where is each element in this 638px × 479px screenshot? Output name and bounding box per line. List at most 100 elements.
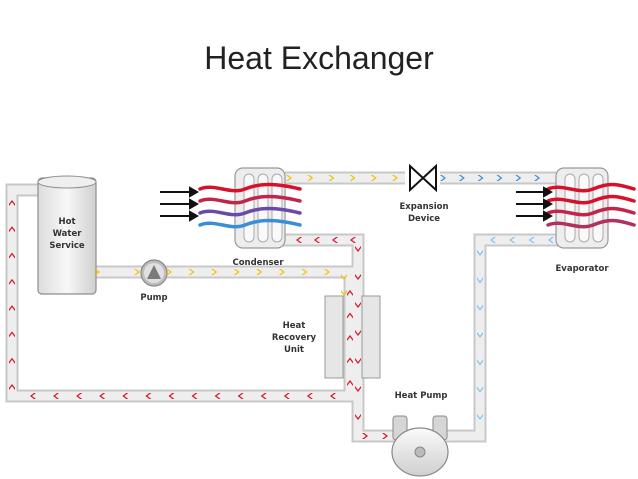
flow-arrow-icon xyxy=(349,175,356,181)
flow-arrow-icon xyxy=(477,386,483,393)
flow-arrow-icon xyxy=(94,269,100,275)
flow-arrow-icon xyxy=(534,175,540,181)
recovery-label-line1: Heat xyxy=(283,321,306,331)
flow-arrow-icon xyxy=(188,269,195,275)
flow-arrow-icon xyxy=(237,393,244,399)
flow-arrow-icon xyxy=(477,304,483,311)
flow-arrow-icon xyxy=(9,357,15,364)
flow-arrow-icon xyxy=(392,175,398,181)
flow-arrow-icon xyxy=(347,335,353,341)
flow-arrow-icon xyxy=(477,359,483,366)
flow-arrow-icon xyxy=(350,237,356,243)
flow-arrow-icon xyxy=(9,331,15,338)
flow-arrow-icon xyxy=(76,393,83,399)
flow-arrow-icon xyxy=(122,393,129,399)
flow-arrow-icon xyxy=(347,357,353,364)
recovery-label-line3: Unit xyxy=(284,345,304,355)
airflow-arrow-icon xyxy=(160,198,200,210)
flow-arrow-icon xyxy=(191,393,198,399)
pump-icon: Pump xyxy=(140,259,168,303)
flow-arrow-icon xyxy=(440,175,446,181)
flow-arrow-icon xyxy=(362,433,368,439)
flow-arrow-icon xyxy=(260,393,267,399)
flow-arrow-icon xyxy=(9,252,15,259)
airflow-arrow-icon xyxy=(516,198,554,210)
flow-arrow-icon xyxy=(9,278,15,285)
flow-arrow-icon xyxy=(332,237,338,243)
tank-label-line3: Service xyxy=(49,241,85,251)
flow-arrow-icon xyxy=(324,269,330,275)
flow-arrow-icon xyxy=(9,305,15,312)
flow-arrow-icon xyxy=(307,175,314,181)
flow-arrow-icon xyxy=(458,175,465,181)
airflow-arrow-icon xyxy=(160,186,200,198)
flow-arrow-icon xyxy=(9,384,15,390)
flow-arrow-icon xyxy=(306,393,313,399)
pipe-evaporator-return xyxy=(446,233,558,443)
flow-arrow-icon xyxy=(168,393,175,399)
recovery-label-line2: Recovery xyxy=(272,333,317,343)
flow-arrow-icon xyxy=(382,433,388,439)
flow-arrow-icon xyxy=(328,175,335,181)
tank-label-line1: Hot xyxy=(58,217,75,227)
flow-arrow-icon xyxy=(314,237,320,243)
flow-arrow-icon xyxy=(145,393,152,399)
flow-arrow-icon xyxy=(490,237,496,243)
flow-arrow-icon xyxy=(301,269,308,275)
tank-label-line2: Water xyxy=(53,229,83,239)
flow-arrow-icon xyxy=(9,200,15,206)
pump-label: Pump xyxy=(140,293,167,303)
flow-arrow-icon xyxy=(99,393,106,399)
flow-arrow-icon xyxy=(528,237,535,243)
airflow-arrow-icon xyxy=(160,210,200,222)
flow-arrow-icon xyxy=(347,312,353,319)
flow-arrow-icon xyxy=(477,175,484,181)
flow-arrow-icon xyxy=(347,290,353,296)
flow-arrow-icon xyxy=(341,290,347,296)
flow-arrow-icon xyxy=(256,269,263,275)
flow-arrow-icon xyxy=(355,358,361,364)
flow-arrows xyxy=(9,175,554,439)
condenser-label: Condenser xyxy=(232,258,284,268)
flow-arrow-icon xyxy=(30,393,36,399)
flow-arrow-icon xyxy=(347,380,353,386)
expansion-valve-icon: Expansion Device xyxy=(399,163,449,224)
flow-arrow-icon xyxy=(286,175,292,181)
flow-arrow-icon xyxy=(509,237,516,243)
flow-arrow-icon xyxy=(477,277,483,284)
flow-arrow-icon xyxy=(166,269,172,275)
flow-arrow-icon xyxy=(233,269,240,275)
flow-arrow-icon xyxy=(355,302,361,308)
flow-arrow-icon xyxy=(341,274,347,280)
flow-arrow-icon xyxy=(496,175,503,181)
flow-arrow-icon xyxy=(477,250,483,256)
flow-arrow-icon xyxy=(9,226,15,233)
flow-arrow-icon xyxy=(370,175,377,181)
compressor-icon: Heat Pump xyxy=(391,391,449,477)
flow-arrow-icon xyxy=(211,269,218,275)
flow-arrow-icon xyxy=(134,269,140,275)
hot-water-tank: Hot Water Service xyxy=(37,175,97,295)
flow-arrow-icon xyxy=(355,386,361,392)
evaporator: Evaporator xyxy=(546,167,636,274)
flow-arrow-icon xyxy=(515,175,522,181)
flow-arrow-icon xyxy=(296,237,302,243)
heat-recovery-unit: Heat Recovery Unit xyxy=(272,295,381,379)
expansion-label-line1: Expansion xyxy=(399,202,448,212)
flow-arrow-icon xyxy=(548,237,554,243)
evaporator-label: Evaporator xyxy=(555,264,609,274)
flow-arrow-icon xyxy=(477,332,483,338)
expansion-label-line2: Device xyxy=(408,214,440,224)
flow-arrow-icon xyxy=(283,393,290,399)
flow-arrow-icon xyxy=(355,274,361,280)
airflow-arrow-icon xyxy=(516,210,554,222)
flow-arrow-icon xyxy=(214,393,221,399)
flow-arrow-icon xyxy=(278,269,285,275)
airflow-arrow-icon xyxy=(516,186,554,198)
flow-arrow-icon xyxy=(355,414,361,420)
heat-pump-label: Heat Pump xyxy=(395,391,448,401)
flow-arrow-icon xyxy=(355,330,361,336)
flow-arrow-icon xyxy=(355,246,361,252)
